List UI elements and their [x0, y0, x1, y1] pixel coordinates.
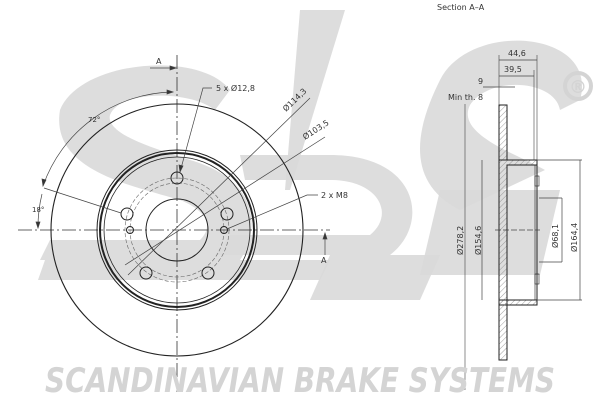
hat-outer-diameter-label: Ø164,4 [569, 223, 579, 252]
outer-diameter-label: Ø278,2 [455, 226, 465, 255]
section-title: Section A–A [437, 3, 485, 12]
threaded-holes-label: 2 x M8 [321, 191, 348, 200]
min-thickness-label: Min th. 8 [448, 93, 483, 102]
disc-front-view [18, 55, 330, 392]
section-marker-bottom: A [321, 256, 327, 265]
center-bore-label: Ø68,1 [550, 224, 560, 248]
section-view-dimensions [464, 55, 582, 390]
section-marker-top: A [156, 57, 162, 66]
registered-mark: ® [563, 71, 593, 101]
svg-text:®: ® [569, 77, 587, 98]
hat-height-label: 39,5 [504, 65, 522, 74]
hat-inner-diameter-label: Ø154,6 [473, 226, 483, 255]
overall-height-label: 44,6 [508, 49, 526, 58]
angle-72-label: 72° [88, 116, 100, 124]
front-view-dimensions [35, 65, 328, 276]
thickness-label: 9 [478, 77, 483, 86]
brand-footer: SCANDINAVIAN BRAKE SYSTEMS [45, 361, 555, 400]
section-view-labels: 44,6 39,5 9 Min th. 8 Ø278,2 Ø154,6 Ø68,… [448, 49, 579, 255]
angle-18-label: 18° [32, 206, 44, 214]
bolt-holes-label: 5 x Ø12,8 [216, 83, 255, 93]
sbs-watermark-logo [38, 10, 583, 300]
